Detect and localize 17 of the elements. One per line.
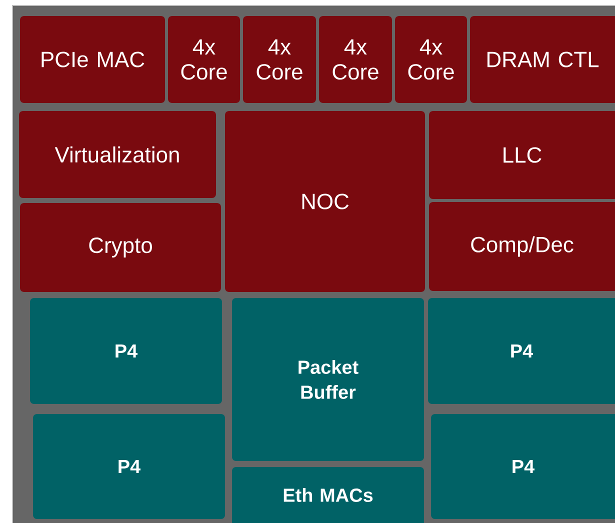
block-box: P4 (33, 414, 225, 519)
block-box: P4 (431, 414, 615, 519)
block-box: 4x Core (395, 16, 467, 103)
block-box: P4 (428, 298, 615, 404)
block-box: P4 (30, 298, 222, 404)
block-box: LLC (429, 111, 615, 199)
block-box: Comp/Dec (429, 202, 615, 291)
block-box: PCIe MAC (20, 16, 165, 103)
block-box: 4x Core (243, 16, 316, 103)
block-box: 4x Core (168, 16, 240, 103)
block-box: Eth MACs (232, 467, 424, 523)
block-box: NOC (225, 111, 425, 292)
block-box: 4x Core (319, 16, 392, 103)
block-box: Crypto (20, 203, 221, 292)
block-box: Packet Buffer (232, 298, 424, 461)
block-box: DRAM CTL (470, 16, 615, 103)
block-box: Virtualization (19, 111, 216, 198)
